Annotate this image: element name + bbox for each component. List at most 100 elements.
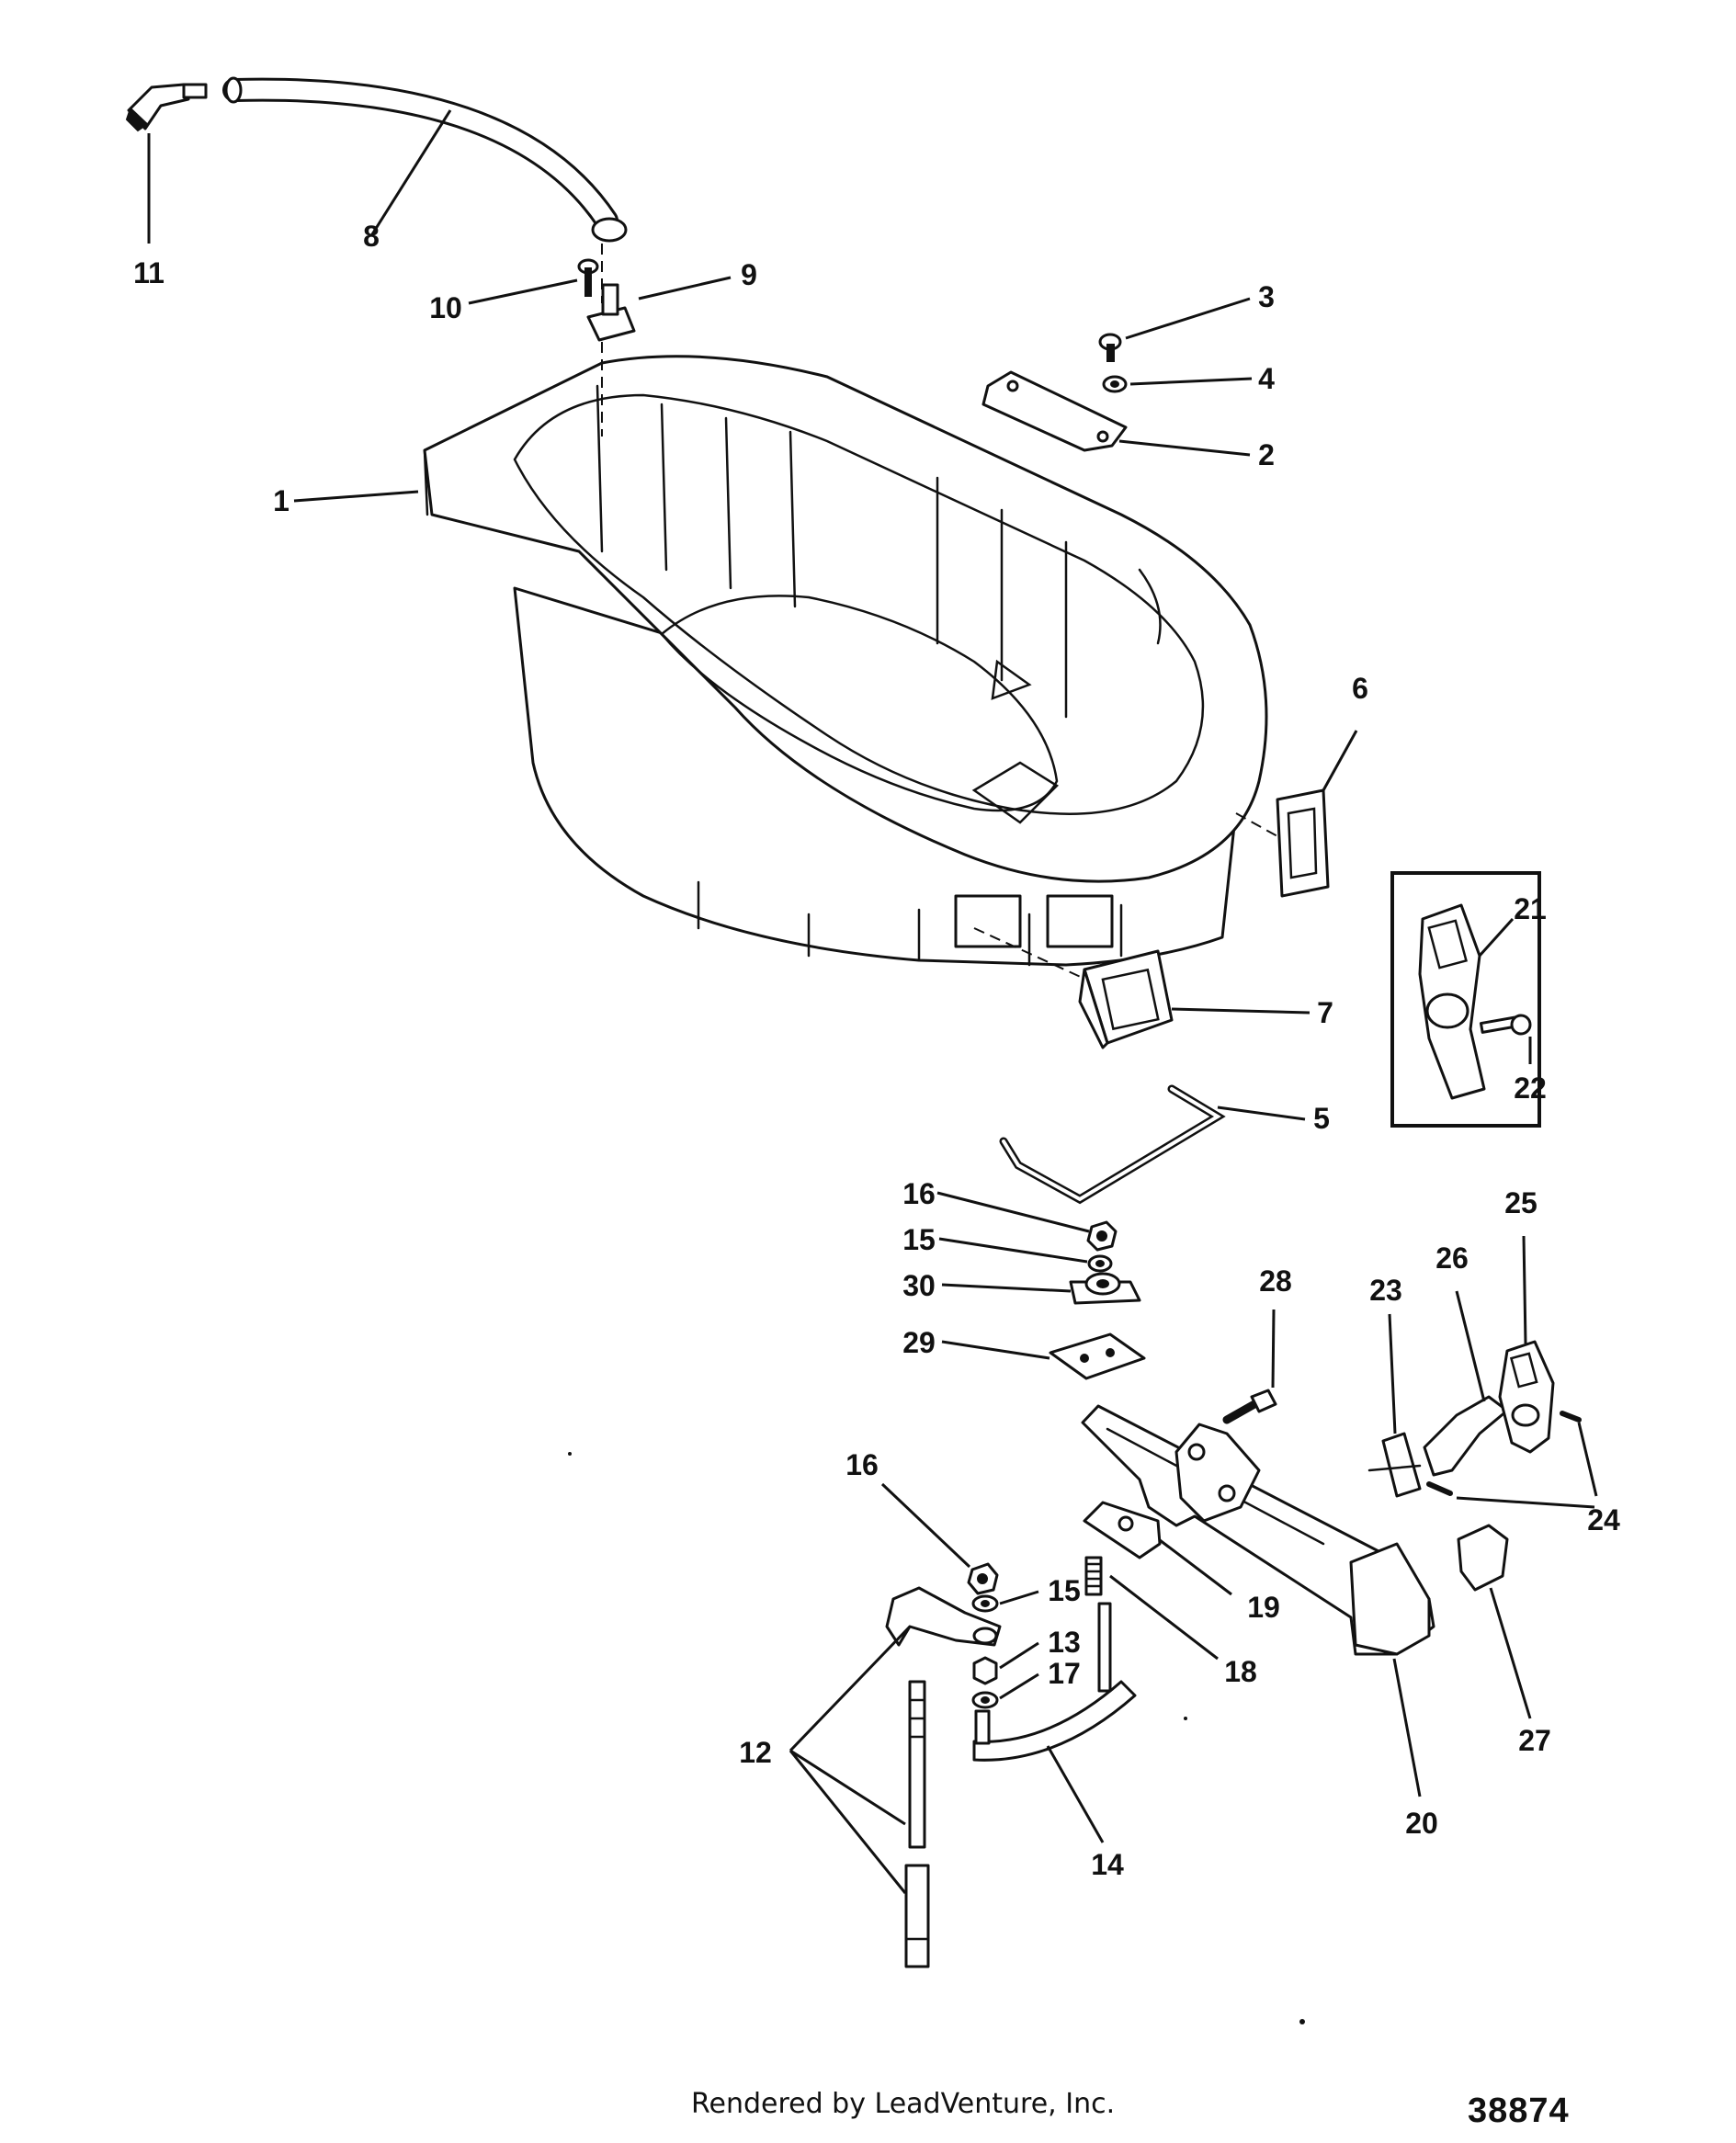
callout-14: 14 <box>1091 1848 1124 1881</box>
leader-15-upper <box>938 1237 1088 1264</box>
leader-15-lower <box>999 1590 1039 1605</box>
footer-credit: Rendered by LeadVenture, Inc. <box>691 2088 1116 2120</box>
callout-15-lower: 15 <box>1048 1574 1081 1607</box>
leader-12c <box>789 1750 907 1894</box>
pin-part-24 <box>1426 1411 1582 1496</box>
callout-8: 8 <box>363 220 380 253</box>
callout-13: 13 <box>1048 1626 1081 1659</box>
leader-24a <box>1577 1422 1598 1497</box>
leader-26 <box>1455 1290 1486 1402</box>
leader-13 <box>999 1641 1039 1670</box>
leader-18 <box>1109 1574 1219 1661</box>
leader-1 <box>293 490 419 503</box>
washer-part-15-lower <box>971 1594 999 1613</box>
plate-part-29 <box>1049 1332 1146 1380</box>
washer-part-4 <box>1102 375 1128 393</box>
callout-5: 5 <box>1313 1102 1330 1135</box>
nut-part-13 <box>972 1656 998 1685</box>
washer-part-15-upper <box>1087 1254 1113 1273</box>
lever-part-26 <box>1423 1395 1509 1477</box>
latch-part-21 <box>1418 903 1486 1100</box>
leader-16-upper <box>936 1191 1090 1233</box>
pin-part-22 <box>1479 1014 1532 1036</box>
callout-27: 27 <box>1518 1724 1551 1757</box>
screw-part-3 <box>1098 333 1122 362</box>
leader-29 <box>941 1340 1050 1360</box>
callout-28: 28 <box>1259 1264 1292 1298</box>
callout-23: 23 <box>1369 1274 1402 1307</box>
screw-part-10 <box>577 258 599 297</box>
washer-part-17 <box>971 1691 999 1709</box>
callout-18: 18 <box>1224 1655 1257 1688</box>
fitting-bracket-part <box>586 283 636 342</box>
leader-28 <box>1271 1309 1276 1389</box>
slide-part-19 <box>1083 1501 1162 1559</box>
leader-24b <box>1456 1496 1595 1509</box>
link-part-14 <box>972 1602 1137 1762</box>
latch-part-25 <box>1498 1340 1555 1454</box>
leader-20 <box>1392 1658 1422 1797</box>
spring-part-18 <box>1084 1556 1103 1596</box>
bushing-part-30 <box>1069 1272 1141 1305</box>
leader-16-lower <box>880 1482 971 1569</box>
callout-4: 4 <box>1258 362 1275 395</box>
clip-part-23 <box>1367 1432 1422 1498</box>
callout-17: 17 <box>1048 1657 1081 1690</box>
leader-3 <box>1125 297 1251 340</box>
callout-30: 30 <box>902 1269 936 1302</box>
leader-25 <box>1522 1235 1527 1344</box>
callout-25: 25 <box>1504 1186 1537 1219</box>
nut-part-16-upper <box>1086 1220 1118 1252</box>
elbow-fitting-part <box>125 83 208 132</box>
callout-2: 2 <box>1258 438 1275 471</box>
leader-2 <box>1118 439 1251 457</box>
leader-14 <box>1046 1745 1105 1843</box>
hose-clip-part <box>591 217 628 243</box>
leader-9 <box>638 276 732 300</box>
leader-27 <box>1489 1587 1532 1719</box>
callout-1: 1 <box>273 484 289 517</box>
callout-7: 7 <box>1317 996 1333 1029</box>
leader-12b <box>789 1749 906 1826</box>
bracket-part-20 <box>1081 1404 1435 1656</box>
grommet-part-6 <box>1276 788 1330 898</box>
callout-19: 19 <box>1247 1591 1280 1624</box>
callout-26: 26 <box>1435 1242 1469 1275</box>
nut-part-16-lower <box>967 1562 999 1595</box>
leader-10 <box>468 278 578 305</box>
callout-9: 9 <box>741 258 757 291</box>
wire-bracket-part-5 <box>999 1084 1226 1205</box>
callout-10: 10 <box>429 291 462 324</box>
leader-12a <box>789 1625 912 1752</box>
bottom-cowl-part <box>423 355 1268 967</box>
inset-detail-box <box>1390 871 1541 1128</box>
callout-11: 11 <box>133 256 165 289</box>
hose-part <box>222 76 618 232</box>
leader-5 <box>1217 1106 1306 1121</box>
callout-24: 24 <box>1587 1503 1620 1536</box>
callout-29: 29 <box>902 1326 936 1359</box>
callout-15-upper: 15 <box>902 1223 936 1256</box>
arm-part-12 <box>885 1586 1002 1647</box>
leader-17 <box>999 1672 1039 1700</box>
leader-19 <box>1159 1538 1232 1596</box>
bolt-part-28 <box>1222 1389 1277 1424</box>
seal-block-part-7 <box>1078 949 1174 1049</box>
callout-21: 21 <box>1514 892 1547 925</box>
callout-16-upper: 16 <box>902 1177 936 1210</box>
leader-7 <box>1171 1007 1311 1015</box>
leader-4 <box>1129 377 1253 386</box>
leader-23 <box>1388 1313 1397 1434</box>
callout-3: 3 <box>1258 280 1275 313</box>
cover-plate-part <box>981 370 1128 452</box>
cap-part-27 <box>1457 1524 1509 1592</box>
figure-number: 38874 <box>1468 2092 1570 2130</box>
leader-8 <box>370 109 452 235</box>
callout-6: 6 <box>1352 672 1368 705</box>
leader-6 <box>1322 730 1358 791</box>
leader-30 <box>941 1283 1072 1293</box>
leader-21 <box>1478 917 1515 958</box>
shaft-part-12 <box>904 1680 930 1968</box>
callout-22: 22 <box>1514 1072 1547 1105</box>
